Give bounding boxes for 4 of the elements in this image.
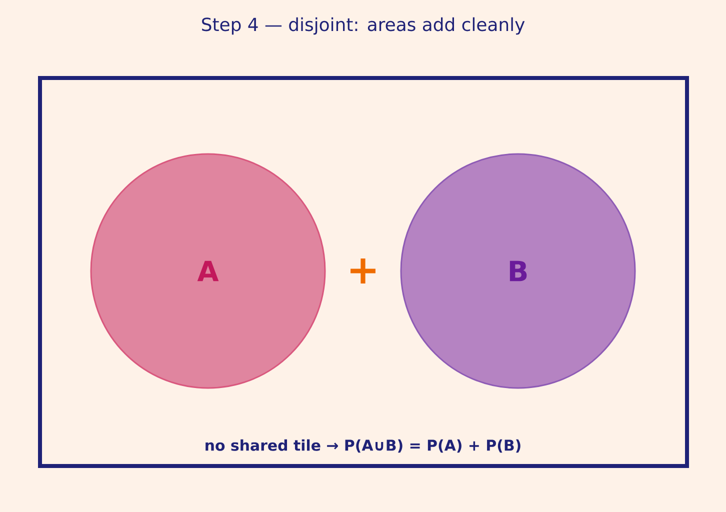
title: Step 4 — disjoint: areas add cleanly xyxy=(202,17,525,35)
sample-space-frame xyxy=(38,76,689,468)
formula-caption: no shared tile → P(A∪B) = P(A) + P(B) xyxy=(206,439,520,453)
plus-sign: + xyxy=(350,258,376,284)
